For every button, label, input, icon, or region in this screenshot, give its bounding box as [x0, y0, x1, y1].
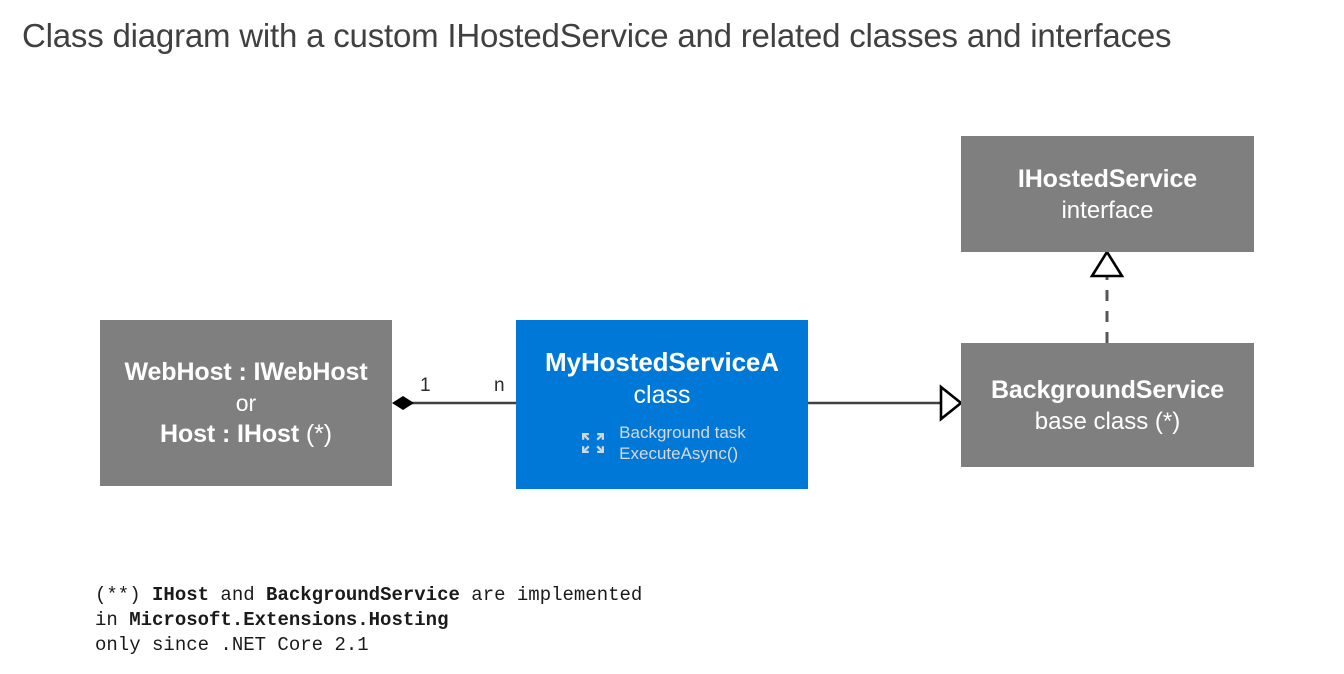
footnote-line-3: only since .NET Core 2.1: [95, 634, 369, 656]
footnote-text: (**) IHost and BackgroundService are imp…: [95, 583, 642, 658]
node-webhost-alt-title: Host : IHost (*): [160, 418, 332, 450]
multiplicity-label-target: n: [494, 375, 505, 396]
node-myhostedservicea-task-row: Background task ExecuteAsync(): [578, 422, 746, 464]
node-myhostedservicea-title: MyHostedServiceA: [545, 347, 779, 377]
node-backgroundservice-stereotype: base class (*): [1034, 407, 1181, 435]
footnote-l2-bold-namespace: Microsoft.Extensions.Hosting: [129, 609, 449, 631]
footnote-l1-bold-ihost: IHost: [152, 584, 210, 606]
connector-generalization-myhostedservice-backgroundservice: [808, 384, 964, 422]
node-myhostedservicea-stereotype: class: [633, 381, 691, 409]
footnote-line-2: in Microsoft.Extensions.Hosting: [95, 609, 448, 631]
connector-realization-backgroundservice-ihostedservice: [1089, 249, 1125, 343]
task-line-2: ExecuteAsync(): [619, 444, 739, 463]
node-webhost-alt-title-text: Host : IHost: [159, 420, 300, 448]
realization-arrowhead-icon: [1089, 249, 1125, 278]
footnote-l1-post: are implemented: [459, 584, 643, 606]
footnote-line-1: (**) IHost and BackgroundService are imp…: [95, 584, 642, 606]
multiplicity-label-source: 1: [420, 375, 431, 396]
task-line-1: Background task: [619, 423, 746, 442]
node-backgroundservice-title: BackgroundService: [990, 375, 1225, 404]
page-title: Class diagram with a custom IHostedServi…: [22, 17, 1172, 54]
footnote-l1-pre: (**): [95, 584, 153, 606]
node-ihostedservice-stereotype: interface: [1061, 196, 1154, 224]
node-webhost-alt-suffix: (*): [305, 420, 333, 448]
node-myhostedservicea-task-text: Background task ExecuteAsync(): [619, 422, 746, 464]
class-node-myhostedservicea[interactable]: MyHostedServiceA class Background task E…: [516, 320, 808, 489]
footnote-l1-bold-backgroundservice: BackgroundService: [266, 584, 460, 606]
class-node-webhost[interactable]: WebHost : IWebHost or Host : IHost (*): [100, 320, 392, 486]
node-webhost-or-label: or: [235, 390, 257, 416]
generalization-arrowhead-icon: [939, 384, 964, 422]
sync-arrows-icon: [582, 432, 605, 454]
class-node-ihostedservice[interactable]: IHostedService interface: [961, 136, 1254, 252]
node-webhost-title: WebHost : IWebHost: [124, 358, 368, 386]
footnote-l2-pre: in: [95, 609, 130, 631]
composition-diamond-icon: [392, 396, 414, 410]
connector-composition-webhost-myhostedservice: [392, 396, 516, 410]
footnote-l1-mid: and: [209, 584, 267, 606]
class-node-backgroundservice[interactable]: BackgroundService base class (*): [961, 343, 1254, 467]
node-ihostedservice-title: IHostedService: [1017, 164, 1198, 193]
